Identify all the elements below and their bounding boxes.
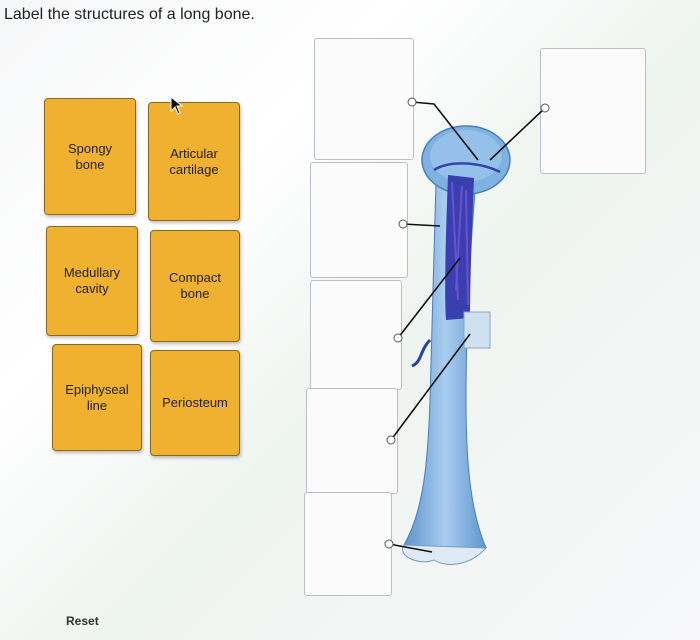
periosteum-flap bbox=[463, 311, 491, 349]
label-tile-epiphyseal-line[interactable]: Epiphyseal line bbox=[52, 344, 142, 451]
drop-target-4[interactable] bbox=[310, 280, 402, 390]
label-tile-medullary-cavity[interactable]: Medullary cavity bbox=[46, 226, 138, 336]
epiphyseal-line bbox=[433, 162, 501, 174]
mouse-cursor-icon bbox=[170, 96, 184, 115]
label-tile-articular-cartilage[interactable]: Articular cartilage bbox=[148, 102, 240, 221]
bone-distal-end bbox=[401, 544, 488, 565]
label-tile-periosteum[interactable]: Periosteum bbox=[150, 350, 240, 456]
label-tile-compact-bone[interactable]: Compact bone bbox=[150, 230, 240, 342]
label-tile-spongy-bone[interactable]: Spongy bone bbox=[44, 98, 136, 215]
drop-target-5[interactable] bbox=[306, 388, 398, 494]
medullary-cavity-marrow bbox=[445, 175, 474, 320]
drop-target-3[interactable] bbox=[310, 162, 408, 278]
page-title: Label the structures of a long bone. bbox=[4, 6, 255, 23]
drop-target-2[interactable] bbox=[540, 48, 646, 174]
reset-button[interactable]: Reset bbox=[66, 614, 99, 628]
